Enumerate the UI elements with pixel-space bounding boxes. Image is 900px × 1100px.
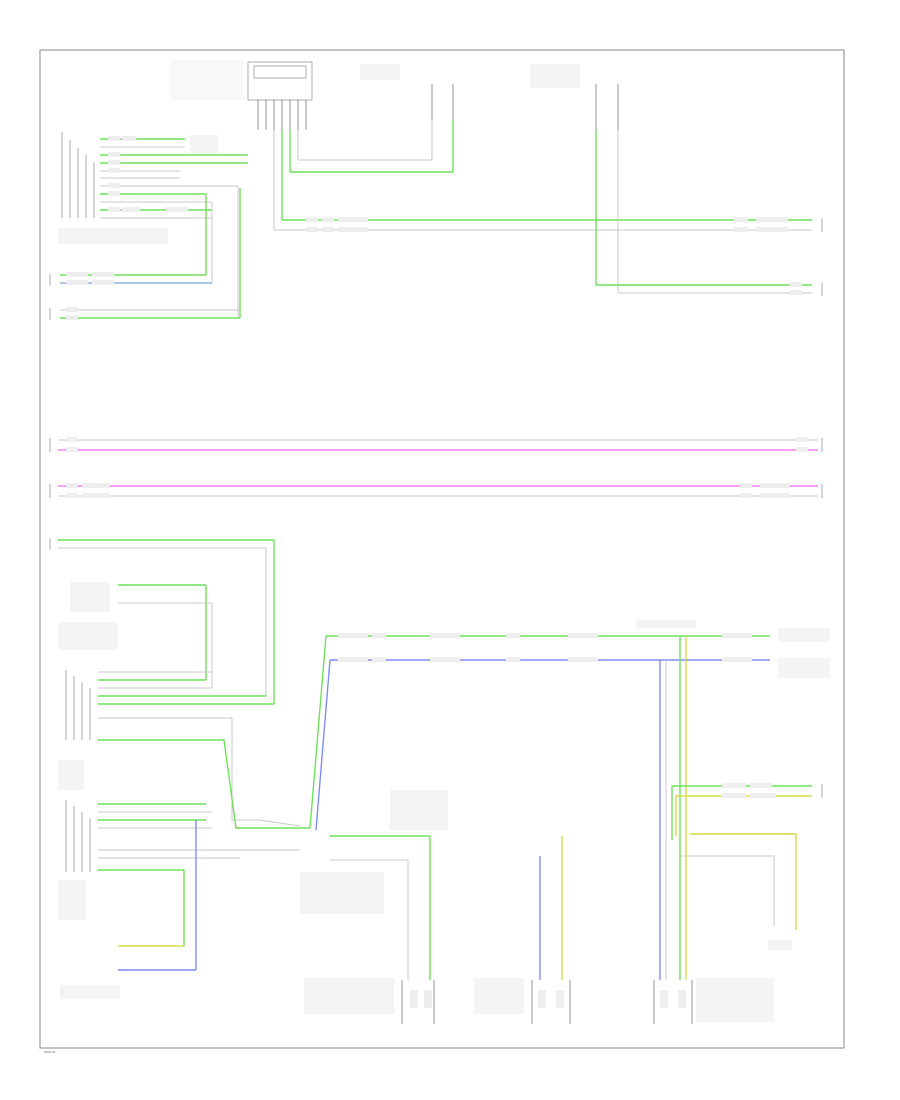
bus-wires bbox=[58, 437, 818, 498]
lower-left-connector bbox=[58, 670, 274, 790]
lower-left-loops bbox=[58, 539, 275, 704]
left-block-text bbox=[108, 135, 218, 212]
right-stubs bbox=[671, 783, 812, 950]
lower-left-bottom-stubs bbox=[60, 820, 197, 999]
left-block-wires bbox=[100, 138, 248, 219]
diagram-frame bbox=[39, 49, 845, 1049]
cluster-label-area bbox=[170, 60, 244, 100]
lower-left-connector-2 bbox=[58, 800, 240, 946]
left-stubs-top bbox=[60, 272, 240, 320]
central-routing bbox=[200, 635, 331, 851]
top-right-component bbox=[530, 64, 812, 295]
cluster-wires bbox=[273, 130, 812, 232]
bottom-connectors bbox=[401, 980, 693, 1024]
instrument-cluster-label-box bbox=[253, 65, 307, 79]
right-horizontal-wires bbox=[326, 633, 770, 662]
cluster-note bbox=[58, 228, 168, 244]
cluster-pins bbox=[257, 100, 307, 130]
left-connector-block bbox=[61, 132, 95, 218]
edge-markers bbox=[49, 218, 823, 798]
bottom-sensors bbox=[304, 836, 774, 1022]
right-module bbox=[636, 620, 830, 980]
ecu-center bbox=[300, 790, 448, 980]
footer-code: W00-01 bbox=[44, 1050, 56, 1054]
left-block-verticals bbox=[205, 186, 241, 318]
top-middle-component bbox=[360, 64, 454, 172]
